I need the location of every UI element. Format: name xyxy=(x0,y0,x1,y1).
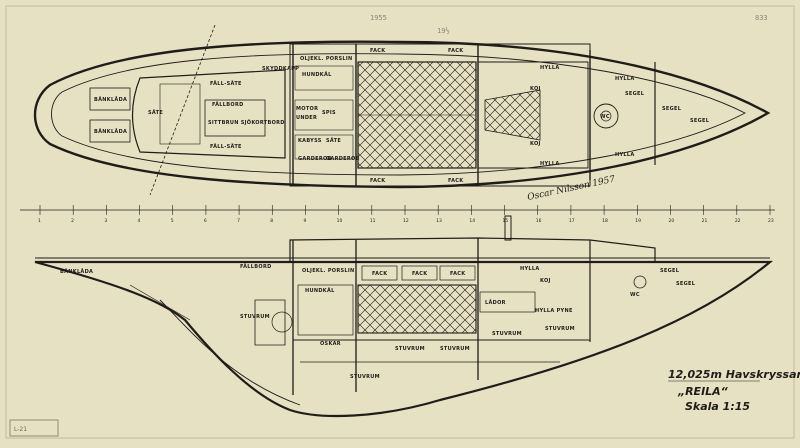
plan-label-motor: MOTOR xyxy=(296,106,318,112)
station-tick-label: 2 xyxy=(71,218,74,224)
profile-label-floor1: STUVRUM xyxy=(545,326,575,332)
station-tick-label: 13 xyxy=(436,218,442,224)
profile-label-fall-board: FÄLLBORD xyxy=(240,263,272,270)
plan-label-oilskins: OLJEKL. PORSLIN xyxy=(300,56,353,62)
plan-label-locker3: FACK xyxy=(370,178,386,184)
station-tick-label: 10 xyxy=(337,218,343,224)
profile-hull-outline xyxy=(34,260,774,418)
plan-label-bench-upper: BÄNKLÅDA xyxy=(94,96,127,103)
plan-deck-line xyxy=(51,53,746,176)
title-line1: 12,025m Havskryssare xyxy=(668,368,800,381)
plan-label-seat: SÄTE xyxy=(148,109,163,116)
plan-label-under: UNDER xyxy=(296,115,317,121)
station-tick-label: 8 xyxy=(270,218,273,224)
station-tick-label: 5 xyxy=(171,218,174,224)
profile-label-shelf: HYLLA xyxy=(520,266,540,272)
plan-label-berth1: KOJ xyxy=(530,86,541,92)
profile-label-floor5: STUVRUM xyxy=(350,374,380,380)
plan-label-wc: WC xyxy=(600,114,610,120)
plan-cockpit xyxy=(131,69,286,159)
profile-label-sail-upper: SEGEL xyxy=(660,268,680,274)
plan-view: BÄNKLÅDA BÄNKLÅDA SÄTE FÄLL-SÄTE FÄLLBOR… xyxy=(33,24,771,196)
station-tick-label: 11 xyxy=(370,218,376,224)
title-line3: Skala 1:15 xyxy=(685,400,750,413)
plan-label-sail-upper: SEGEL xyxy=(625,91,645,97)
profile-label-bilge: ÖSKAR xyxy=(320,340,341,347)
plan-label-stove: SPIS xyxy=(322,110,336,116)
profile-label-shelf-pyne: HYLLA PYNE xyxy=(535,308,573,314)
station-tick-label: 12 xyxy=(403,218,409,224)
plan-label-shelf-lower: HYLLA xyxy=(540,161,560,167)
profile-label-floor2: STUVRUM xyxy=(492,331,522,337)
profile-label-wc: WC xyxy=(630,292,640,298)
profile-label-box: LÅDOR xyxy=(485,299,506,306)
plan-label-fall-seat-upper: FÄLL-SÄTE xyxy=(210,80,242,87)
profile-label-oilskins: OLJEKL. PORSLIN xyxy=(302,268,355,274)
station-tick-label: 9 xyxy=(303,218,306,224)
plan-label-sail-bow: SEGEL xyxy=(690,118,710,124)
station-tick-label: 16 xyxy=(536,218,542,224)
plan-label-cockpit-box: SKYDDKAPP xyxy=(262,66,299,72)
profile-label-bench: BÄNKLÅDA xyxy=(60,268,93,275)
plan-label-locker: FACK xyxy=(370,48,386,54)
station-tick-label: 7 xyxy=(237,218,240,224)
plan-label-bench-lower: BÄNKLÅDA xyxy=(94,128,127,135)
station-tick-label: 3 xyxy=(104,218,107,224)
station-tick-label: 4 xyxy=(138,218,141,224)
station-tick-label: 20 xyxy=(668,218,674,224)
station-tick-label: 18 xyxy=(602,218,608,224)
plan-label-shelf-fwd-upper: HYLLA xyxy=(615,76,635,82)
plan-label-fall-seat-lower: FÄLL-SÄTE xyxy=(210,143,242,150)
profile-label-locker3: FACK xyxy=(450,271,466,277)
plan-label-galley: KABYSS xyxy=(298,138,322,144)
profile-label-locker1: FACK xyxy=(372,271,388,277)
plan-label-wc-locker: HUNDKÄL xyxy=(302,71,332,78)
plan-label-locker4: FACK xyxy=(448,178,464,184)
profile-label-sail-lower: SEGEL xyxy=(676,281,696,287)
station-tick-label: 23 xyxy=(768,218,774,224)
plan-label-shelf-fwd-lower: HYLLA xyxy=(615,152,635,158)
plan-label-sail-lower: SEGEL xyxy=(662,106,682,112)
title-line2: „REILA“ xyxy=(677,385,729,398)
title-block: 12,025m Havskryssare „REILA“ Skala 1:15 xyxy=(668,368,800,413)
profile-view: BÄNKLÅDA FÄLLBORD OLJEKL. PORSLIN HUNDKÄ… xyxy=(34,215,774,418)
station-tick-label: 14 xyxy=(469,218,475,224)
plan-label-shelf-upper: HYLLA xyxy=(540,65,560,71)
plan-label-fall-board: FÄLLBORD xyxy=(212,101,244,108)
profile-label-drawers-fwd: KOJ xyxy=(540,278,551,284)
profile-cabin-top xyxy=(289,237,656,262)
profile-label-floor-aft: STUVRUM xyxy=(240,314,270,320)
plan-hull-outline xyxy=(33,40,771,189)
profile-label-wc-locker: HUNDKÄL xyxy=(305,287,335,294)
station-tick-label: 19 xyxy=(635,218,641,224)
pencil-note-3: 833 xyxy=(755,14,768,22)
station-tick-label: 6 xyxy=(204,218,207,224)
pencil-note-1: 1955 xyxy=(370,14,387,22)
station-tick-label: 22 xyxy=(735,218,741,224)
archive-stamp: L-21 xyxy=(14,426,27,433)
station-tick-label: 21 xyxy=(702,218,708,224)
plan-label-sitting-chart: SITTBRUN SJÖKORTBORD xyxy=(208,119,285,126)
sheet-border xyxy=(5,5,795,439)
profile-saloon-sole xyxy=(357,284,477,334)
station-tick-label: 17 xyxy=(569,218,575,224)
station-tick-label: 1 xyxy=(38,218,41,224)
plan-label-cupboard-upper: GARDEROB xyxy=(298,156,332,162)
plan-label-locker2: FACK xyxy=(448,48,464,54)
pencil-note-2: 19½ xyxy=(437,27,450,35)
plan-label-seat-right: SÄTE xyxy=(326,137,341,144)
plan-label-cupboard-lower: GARDEROB xyxy=(326,156,360,162)
profile-label-locker2: FACK xyxy=(412,271,428,277)
profile-label-floor3: STUVRUM xyxy=(395,346,425,352)
plan-label-berth2: KOJ xyxy=(530,141,541,147)
profile-label-floor4: STUVRUM xyxy=(440,346,470,352)
